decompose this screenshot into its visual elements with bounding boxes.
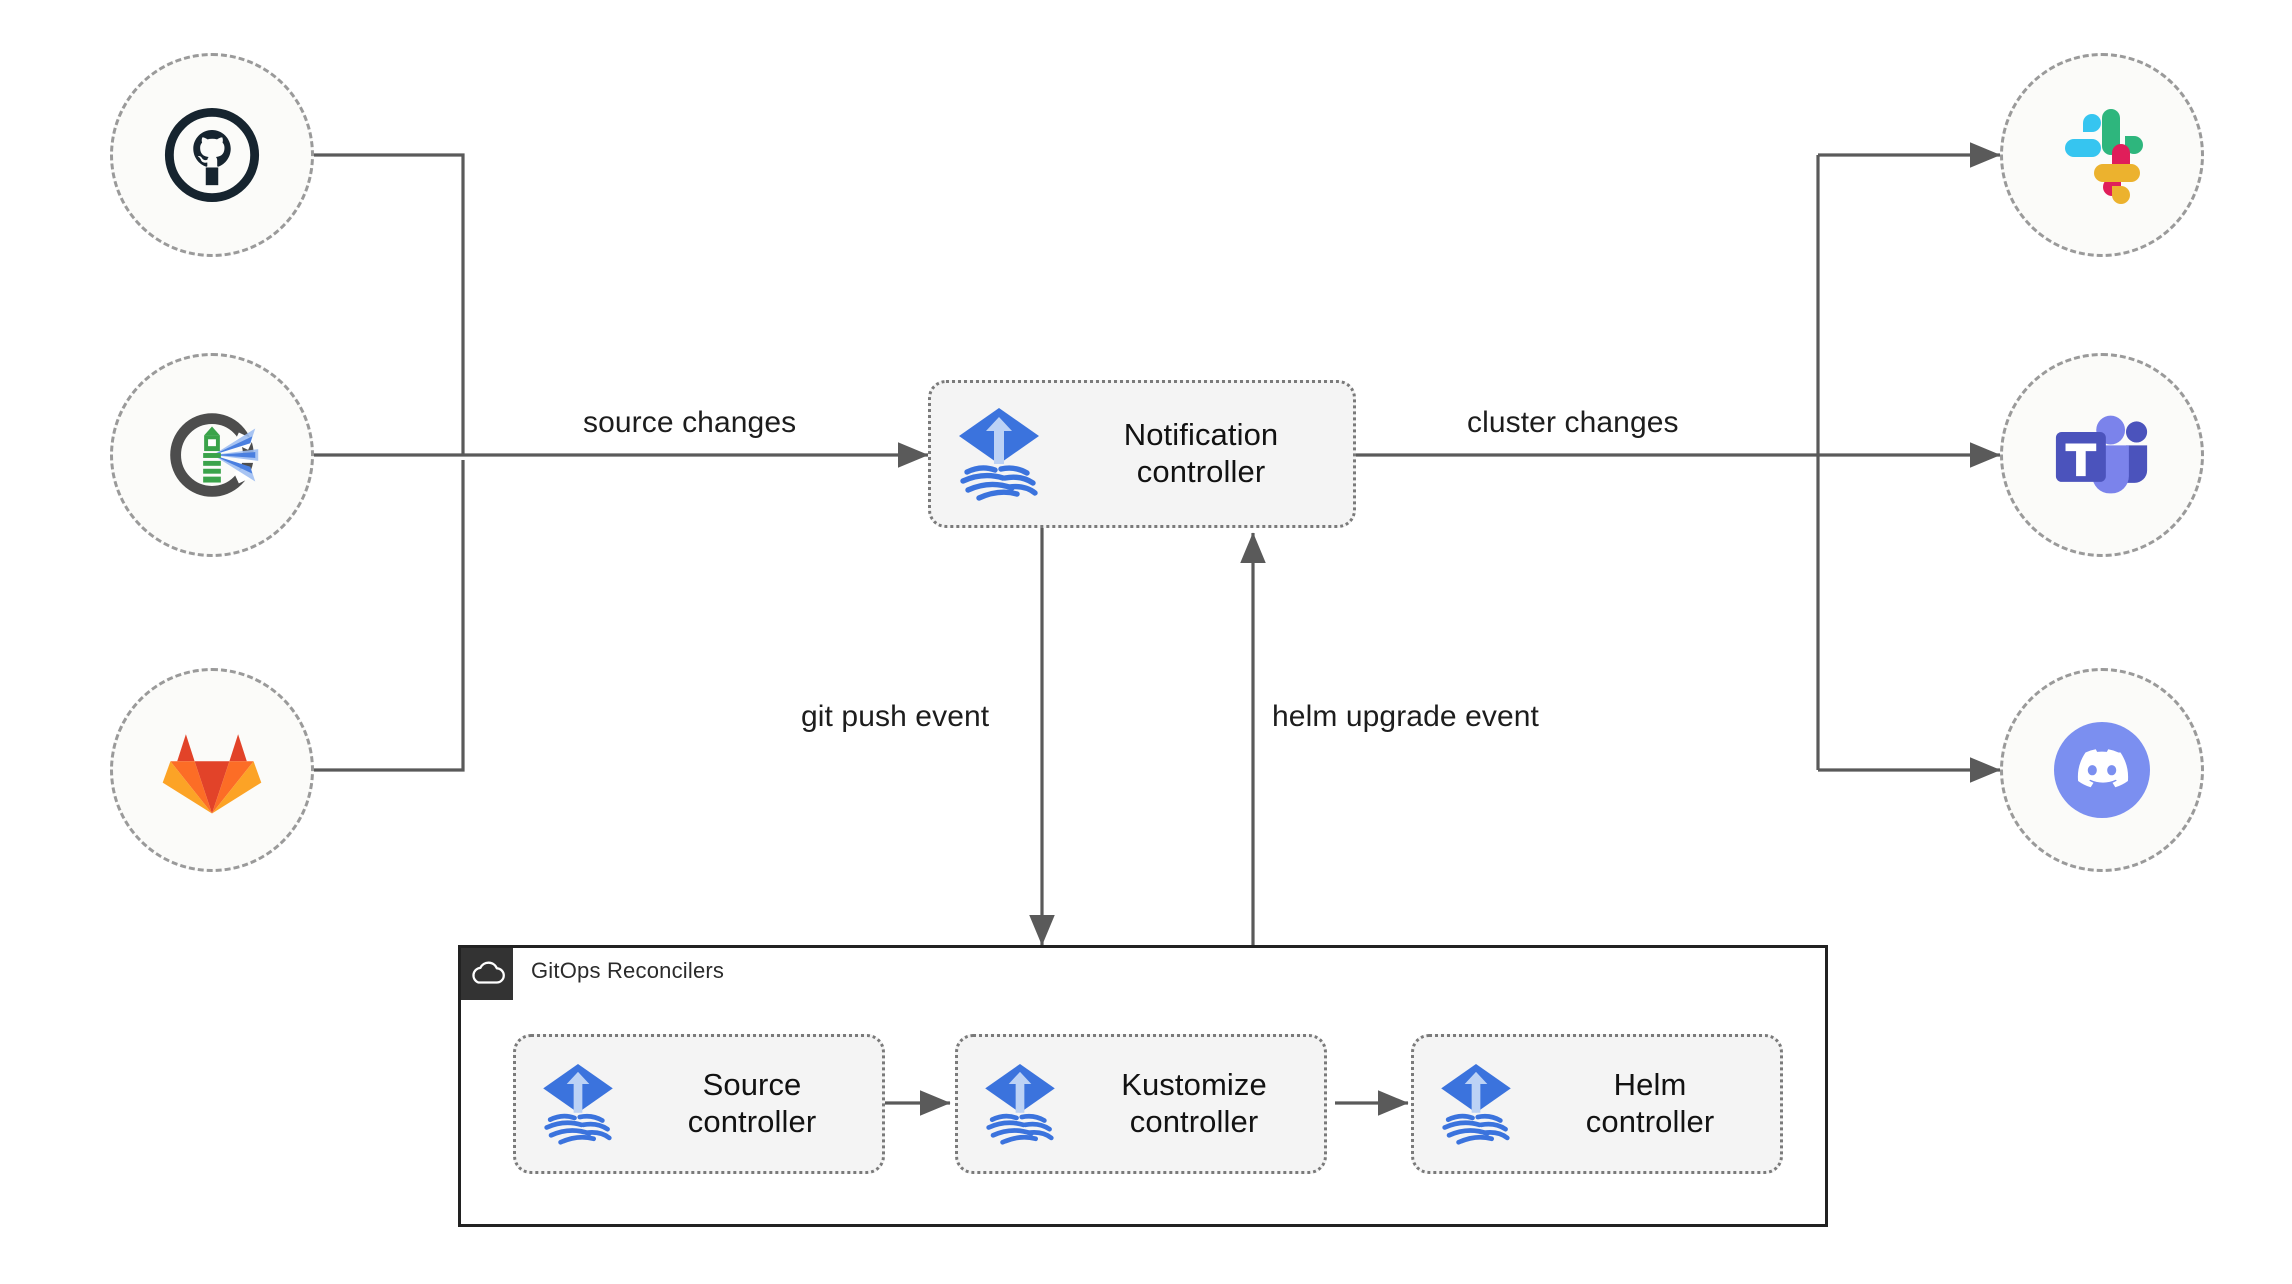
controller-label-helm: Helm controller: [1585, 1067, 1715, 1139]
target-node-teams[interactable]: [2000, 353, 2204, 557]
source-node-github[interactable]: [110, 53, 314, 257]
cloud-icon-tab: [461, 948, 513, 1000]
gitlab-icon: [162, 734, 262, 814]
flux-icon: [985, 1064, 1055, 1145]
source-node-harbor[interactable]: [110, 353, 314, 557]
gitops-reconcilers-group: GitOps Reconcilers Source controller: [458, 945, 1828, 1227]
edge-label-helm-upgrade-event: helm upgrade event: [1272, 700, 1539, 733]
notification-controller-box[interactable]: Notification controller: [928, 380, 1356, 528]
github-icon: [164, 107, 260, 203]
controller-box-helm[interactable]: Helm controller: [1411, 1034, 1783, 1174]
source-node-gitlab[interactable]: [110, 668, 314, 872]
controller-label-kustomize: Kustomize controller: [1121, 1067, 1267, 1139]
controller-box-source[interactable]: Source controller: [513, 1034, 885, 1174]
controller-label-source: Source controller: [687, 1067, 817, 1139]
edge-label-source-changes: source changes: [583, 406, 797, 439]
discord-icon: [2054, 722, 2150, 818]
flux-icon: [543, 1064, 613, 1145]
edge-label-cluster-changes: cluster changes: [1467, 406, 1679, 439]
harbor-icon: [170, 413, 259, 497]
edge-label-git-push-event: git push event: [801, 700, 990, 733]
slack-icon: [2065, 109, 2143, 204]
gitops-group-title: GitOps Reconcilers: [531, 958, 725, 983]
target-node-slack[interactable]: [2000, 53, 2204, 257]
target-node-discord[interactable]: [2000, 668, 2204, 872]
controller-box-kustomize[interactable]: Kustomize controller: [955, 1034, 1327, 1174]
teams-icon: [2055, 415, 2148, 494]
cloud-icon: [472, 961, 505, 984]
flux-icon: [959, 408, 1039, 501]
flux-icon: [1441, 1064, 1511, 1145]
notification-controller-label: Notification controller: [1123, 417, 1279, 489]
